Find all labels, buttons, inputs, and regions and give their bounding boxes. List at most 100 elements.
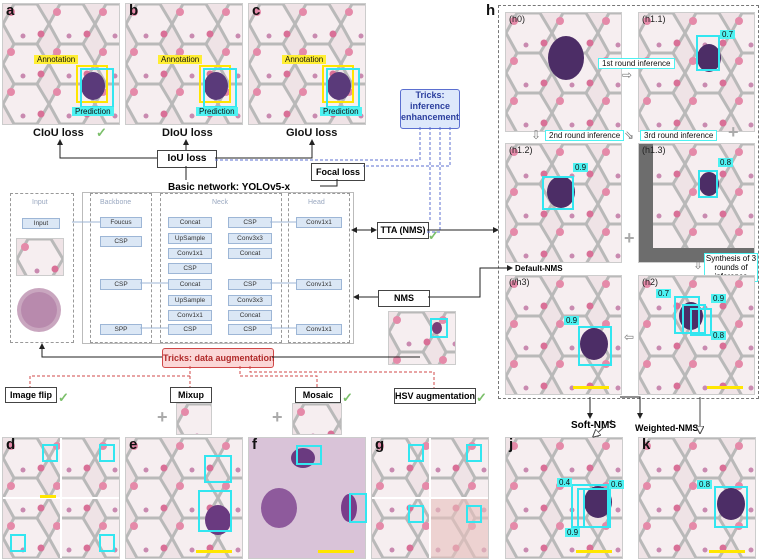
neck-node: CSP [228,324,272,335]
panel-c-image [248,3,366,125]
detection-box [696,35,720,71]
detection-box [408,444,424,462]
neck-node: Concat [168,217,212,228]
detection-box [296,445,322,465]
detection-box [690,308,712,336]
arrow-right-icon: ⇨ [622,68,633,82]
neck-node: Concat [228,248,272,259]
detection-box [583,488,609,528]
detection-box [698,170,718,198]
detection-box [198,490,232,532]
score-badge: 0.8 [711,331,727,340]
mixup-box: Mixup [170,387,212,403]
panel-g-image [371,437,489,559]
detection-box [99,534,115,552]
neck-node: CSP [228,279,272,290]
focal-loss-box: Focal loss [311,163,365,181]
neck-node: Concat [228,310,272,321]
panel-e-image [125,437,243,559]
scale-bar [196,550,232,553]
arrow-down-icon: ⇩ [693,258,704,272]
input-column-label: Input [32,199,48,206]
panel-letter-a: a [6,2,15,19]
panel-a-image [2,3,120,125]
neck-node: CSP [168,324,212,335]
panel-letter-e: e [129,436,138,453]
h11-label: (h1.1) [642,14,666,24]
score-badge: 0.9 [565,528,581,537]
network-title: Basic network: YOLOv5-x [168,182,291,193]
check-icon: ✓ [428,228,439,243]
neck-node: Conv1x1 [168,248,212,259]
detection-box [682,304,706,334]
plus-icon: + [157,407,168,427]
head-node: Conv1x1 [296,217,342,228]
prediction-tag: Prediction [320,107,362,116]
panel-j-image [505,437,623,559]
score-badge: 0.9 [564,316,580,325]
giou-loss-label: GIoU loss [286,127,338,139]
h0-image [505,12,622,132]
check-icon: ✓ [96,125,107,140]
panel-letter-j: j [509,436,514,453]
detection-box [10,534,26,552]
neck-node: Concat [168,279,212,290]
detection-box [714,486,748,528]
annotation-tag: Annotation [282,55,327,64]
detection-box [408,505,424,523]
h0-label: (h0) [509,14,526,24]
arrow-left-icon: ⇦ [624,330,635,344]
detection-box [430,318,448,338]
annotation-box [76,65,108,103]
prediction-tag: Prediction [196,107,238,116]
detection-box [578,326,612,366]
mosaic-box: Mosaic [295,387,341,403]
score-badge: 0.9 [573,163,589,172]
h2-label: (h2) [642,277,659,287]
score-badge: 0.8 [718,158,734,167]
input-slide-image [16,285,62,335]
iou-loss-box: IoU loss [157,150,217,168]
round1-label: 1st round inference [598,58,675,69]
nms-output-image [388,311,456,365]
ih3-label: (i/h3) [509,277,530,287]
ih3-image [505,275,622,395]
annotation-tag: Annotation [158,55,203,64]
score-badge: 0.4 [557,478,573,487]
weighted-nms-label: Weighted-NMS [635,423,699,433]
head-node: Conv1x1 [296,279,342,290]
neck-node: UpSample [168,233,212,244]
neck-column-label: Neck [212,199,228,206]
panel-k-image [638,437,756,559]
scale-bar [573,386,609,389]
detection-box [349,493,367,523]
detection-box [42,444,58,462]
neck-node: CSP [168,263,212,274]
h13-image [638,143,755,263]
neck-node: Conv1x1 [168,310,212,321]
head-node: Conv1x1 [296,324,342,335]
h12-image [505,143,622,263]
neck-node: Conv3x3 [228,295,272,306]
score-badge: 0.8 [697,480,713,489]
backbone-column [90,193,152,343]
scale-bar [576,550,612,553]
plus-icon: + [624,228,635,248]
score-badge: 0.9 [711,294,727,303]
annotation-box [199,65,231,103]
prediction-tag: Prediction [72,107,114,116]
detection-box [466,444,482,462]
annotation-box [322,65,354,103]
check-icon: ✓ [342,390,353,405]
h-panel-frame [498,5,759,399]
plus-icon: + [728,122,739,142]
detection-box [466,505,482,523]
input-patch-image [16,238,64,276]
h12-label: (h1.2) [509,145,533,155]
tricks-augmentation-box: Tricks: data augmentation [162,348,275,368]
plus-icon: + [272,407,283,427]
backbone-node: CSP [100,279,142,290]
panel-letter-h: h [486,2,496,19]
score-badge: 0.7 [720,30,736,39]
